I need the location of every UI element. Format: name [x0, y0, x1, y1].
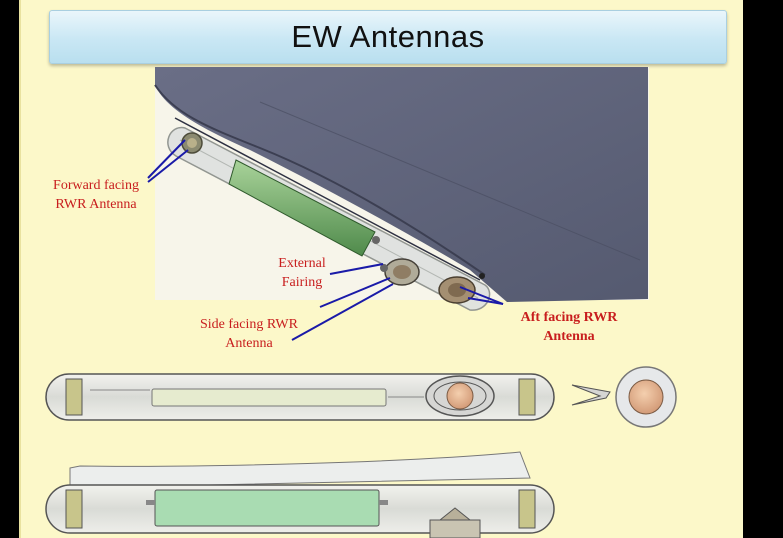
side-rwr-label: Side facing RWR Antenna — [190, 315, 308, 353]
pod-end-view — [571, 366, 677, 428]
aft-rwr-label-line1: Aft facing RWR — [520, 310, 618, 325]
forward-rwr-label-line2: RWR Antenna — [55, 197, 137, 212]
external-fairing-label: External Fairing — [270, 254, 334, 292]
aft-rwr-label-line2: Antenna — [543, 329, 595, 344]
pod-bottom-view — [45, 451, 555, 538]
leader-lines — [147, 139, 504, 341]
aft-rwr-label: Aft facing RWR Antenna — [510, 308, 628, 346]
external-fairing-label-line1: External — [278, 256, 326, 271]
wing-render — [154, 67, 649, 311]
title-bar: EW Antennas — [49, 10, 727, 64]
side-rwr-label-line2: Antenna — [225, 336, 273, 351]
pod-side-view — [45, 373, 555, 421]
side-rwr-label-line1: Side facing RWR — [200, 317, 298, 332]
external-fairing-label-line2: Fairing — [281, 275, 323, 290]
forward-rwr-label-line1: Forward facing — [53, 178, 139, 193]
slide-title: EW Antennas — [291, 19, 485, 54]
forward-rwr-label: Forward facing RWR Antenna — [44, 176, 148, 214]
